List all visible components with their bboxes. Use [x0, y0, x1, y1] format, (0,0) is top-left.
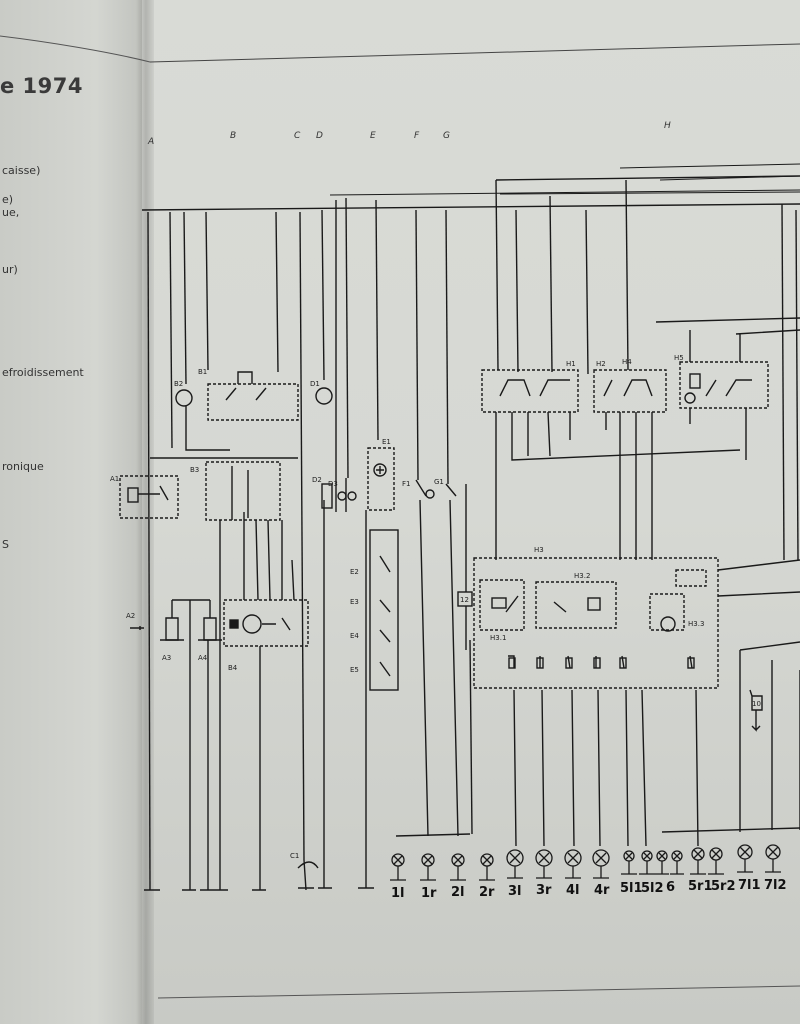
- component-label: F1: [402, 480, 410, 488]
- left-page: e 1974 caisse) e) ue, ur) efroidissement…: [0, 0, 160, 1024]
- component-label: H2: [596, 360, 606, 368]
- component-label: H3: [534, 546, 544, 554]
- component-label: D3: [328, 480, 338, 488]
- lamp-icon: [623, 850, 635, 862]
- lamp-label: 5l2: [641, 881, 664, 896]
- lamp-label: 4r: [594, 883, 610, 898]
- lamp-label: 5r2: [711, 879, 736, 894]
- component-label: A2: [126, 612, 135, 620]
- left-text-line: efroidissement: [2, 366, 84, 379]
- lamp-label: 7l2: [764, 878, 787, 893]
- lamp-icon: [641, 850, 653, 862]
- component-label: B2: [174, 380, 183, 388]
- lamp-label: 6: [666, 880, 675, 895]
- lamp-icon: [535, 849, 553, 867]
- column-label: A: [148, 137, 155, 147]
- component-label: C1: [290, 852, 299, 860]
- lamp-icon: [709, 847, 723, 861]
- column-label: G: [443, 131, 450, 141]
- lamp-label: 3l: [508, 884, 522, 899]
- column-label: C: [294, 131, 301, 141]
- lamp-label: 5r1: [688, 879, 713, 894]
- left-text-line: ur): [2, 263, 18, 276]
- component-label: D1: [310, 380, 320, 388]
- component-label: E2: [350, 568, 359, 576]
- lamp-icon: [421, 853, 435, 867]
- column-label: B: [230, 131, 237, 141]
- column-label: D: [316, 131, 323, 141]
- lamp-label: 7l1: [738, 878, 761, 893]
- component-label: E1: [382, 438, 391, 446]
- lamp-icon: [737, 844, 753, 860]
- lamp-icon: [765, 844, 781, 860]
- lamp-label: 3r: [536, 883, 552, 898]
- lamp-icon: [564, 849, 582, 867]
- column-label: H: [664, 121, 671, 131]
- right-page: [142, 0, 800, 1024]
- component-label: H1: [566, 360, 576, 368]
- component-label: 10: [752, 700, 761, 708]
- lamp-icon: [391, 853, 405, 867]
- component-label: H3.1: [490, 634, 506, 642]
- page-title: e 1974: [0, 74, 84, 98]
- lamp-icon: [691, 847, 705, 861]
- lamp-label: 2l: [451, 885, 465, 900]
- lamp-icon: [480, 853, 494, 867]
- component-label: G1: [434, 478, 444, 486]
- component-label: H3.2: [574, 572, 590, 580]
- left-text-line: e): [2, 193, 14, 206]
- lamp-label: 5l1: [620, 881, 643, 896]
- component-label: B1: [198, 368, 207, 376]
- left-text-line: S: [2, 538, 9, 551]
- component-label: D2: [312, 476, 322, 484]
- component-label: 12: [460, 596, 469, 604]
- lamp-icon: [656, 850, 668, 862]
- component-label: B4: [228, 664, 238, 672]
- lamp-icon: [671, 850, 683, 862]
- lamp-icon: [592, 849, 610, 867]
- component-label: E5: [350, 666, 359, 674]
- column-label: F: [414, 131, 420, 141]
- component-label: E4: [350, 632, 359, 640]
- component-label: A4: [198, 654, 208, 662]
- column-label: E: [370, 131, 376, 141]
- component-label: A1: [110, 475, 119, 483]
- lamp-label: 2r: [479, 885, 495, 900]
- left-text-line: ronique: [2, 460, 44, 473]
- lamp-icon: [451, 853, 465, 867]
- component-label: B3: [190, 466, 199, 474]
- component-label: H3.3: [688, 620, 704, 628]
- component-label: E3: [350, 598, 359, 606]
- left-text-line: caisse): [2, 164, 41, 177]
- left-text-line: ue,: [2, 206, 20, 219]
- component-label: A3: [162, 654, 171, 662]
- lamp-label: 1r: [421, 886, 437, 901]
- lamp-label: 1l: [391, 886, 405, 901]
- component-label: H5: [674, 354, 684, 362]
- lamp-label: 4l: [566, 883, 580, 898]
- component-label: H4: [622, 358, 632, 366]
- lamp-icon: [506, 849, 524, 867]
- lamp-row: [390, 844, 781, 881]
